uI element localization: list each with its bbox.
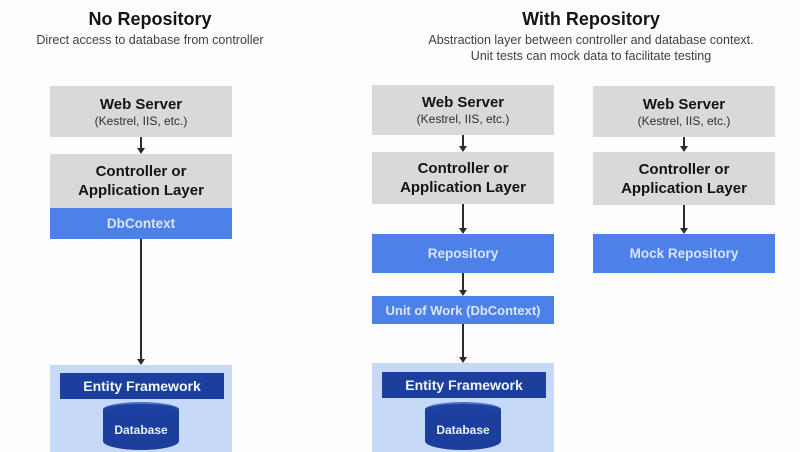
entity-framework-container-with-repo: Entity Framework Database (372, 363, 554, 452)
with-repository-title: With Repository (522, 9, 660, 29)
controller-box-mock: Controller or Application Layer (593, 152, 775, 205)
controller-box-with-repo: Controller or Application Layer (372, 152, 554, 204)
web-server-sublabel: (Kestrel, IIS, etc.) (94, 113, 188, 128)
repository-box: Repository (372, 234, 554, 273)
controller-label-line1: Controller or (638, 160, 730, 178)
entity-framework-container-no-repo: Entity Framework Database (50, 365, 232, 452)
arrow-shaft (140, 137, 142, 150)
dbcontext-strip: DbContext (50, 208, 232, 239)
arrow-down-icon (458, 273, 468, 296)
arrow-down-icon (679, 137, 689, 152)
arrow-down-icon (136, 137, 146, 154)
controller-label-line1: Controller or (417, 160, 509, 177)
web-server-sublabel: (Kestrel, IIS, etc.) (637, 113, 731, 128)
entity-framework-box: Entity Framework (60, 373, 224, 399)
arrow-shaft (683, 137, 685, 148)
web-server-box-with-repo: Web Server (Kestrel, IIS, etc.) (372, 85, 554, 135)
entity-framework-label: Entity Framework (405, 377, 523, 393)
arrow-shaft (462, 204, 464, 230)
arrow-head (137, 359, 145, 365)
controller-label-line2: Application Layer (400, 179, 526, 196)
arrow-shaft (462, 273, 464, 292)
arrow-head (680, 146, 688, 152)
cylinder-top (425, 402, 501, 417)
mock-repository-label: Mock Repository (629, 246, 739, 261)
web-server-box-no-repo: Web Server (Kestrel, IIS, etc.) (50, 86, 232, 137)
arrow-head (459, 228, 467, 234)
arrow-shaft (462, 324, 464, 359)
arrow-down-icon (458, 204, 468, 234)
web-server-label: Web Server (99, 95, 183, 113)
database-label: Database (114, 423, 168, 437)
with-repository-subtitle-line1: Abstraction layer between controller and… (428, 33, 754, 47)
entity-framework-box: Entity Framework (382, 372, 546, 398)
arrow-head (137, 148, 145, 154)
unit-of-work-box: Unit of Work (DbContext) (372, 296, 554, 324)
controller-box-no-repo: Controller or Application Layer (50, 154, 232, 208)
no-repository-subtitle: Direct access to database from controlle… (36, 33, 264, 47)
with-repository-subtitle-line2: Unit tests can mock data to facilitate t… (470, 49, 712, 63)
no-repository-header: No Repository Direct access to database … (0, 8, 300, 48)
arrow-head (459, 290, 467, 296)
no-repository-title: No Repository (88, 9, 212, 29)
mock-repository-box: Mock Repository (593, 234, 775, 273)
arrow-head (459, 357, 467, 363)
database-label: Database (436, 423, 490, 437)
arrow-shaft (462, 135, 464, 148)
database-cylinder-icon: Database (103, 402, 179, 450)
arrow-head (680, 228, 688, 234)
arrow-head (459, 146, 467, 152)
arrow-down-icon (458, 135, 468, 152)
dbcontext-label: DbContext (106, 216, 176, 231)
with-repository-header: With Repository Abstraction layer betwee… (385, 8, 797, 64)
controller-label-line1: Controller or (95, 163, 187, 180)
web-server-label: Web Server (642, 95, 726, 113)
unit-of-work-label: Unit of Work (DbContext) (385, 302, 541, 318)
arrow-down-icon (679, 205, 689, 234)
entity-framework-label: Entity Framework (83, 378, 201, 394)
arrow-shaft (683, 205, 685, 230)
web-server-box-mock: Web Server (Kestrel, IIS, etc.) (593, 86, 775, 137)
cylinder-top (103, 402, 179, 417)
controller-label-line2: Application Layer (621, 179, 747, 197)
web-server-sublabel: (Kestrel, IIS, etc.) (416, 112, 510, 126)
arrow-down-icon (136, 239, 146, 365)
arrow-shaft (140, 239, 142, 361)
web-server-label: Web Server (421, 94, 505, 111)
controller-label-line2: Application Layer (78, 182, 204, 199)
repository-label: Repository (427, 246, 499, 261)
arrow-down-icon (458, 324, 468, 363)
database-cylinder-icon: Database (425, 402, 501, 450)
